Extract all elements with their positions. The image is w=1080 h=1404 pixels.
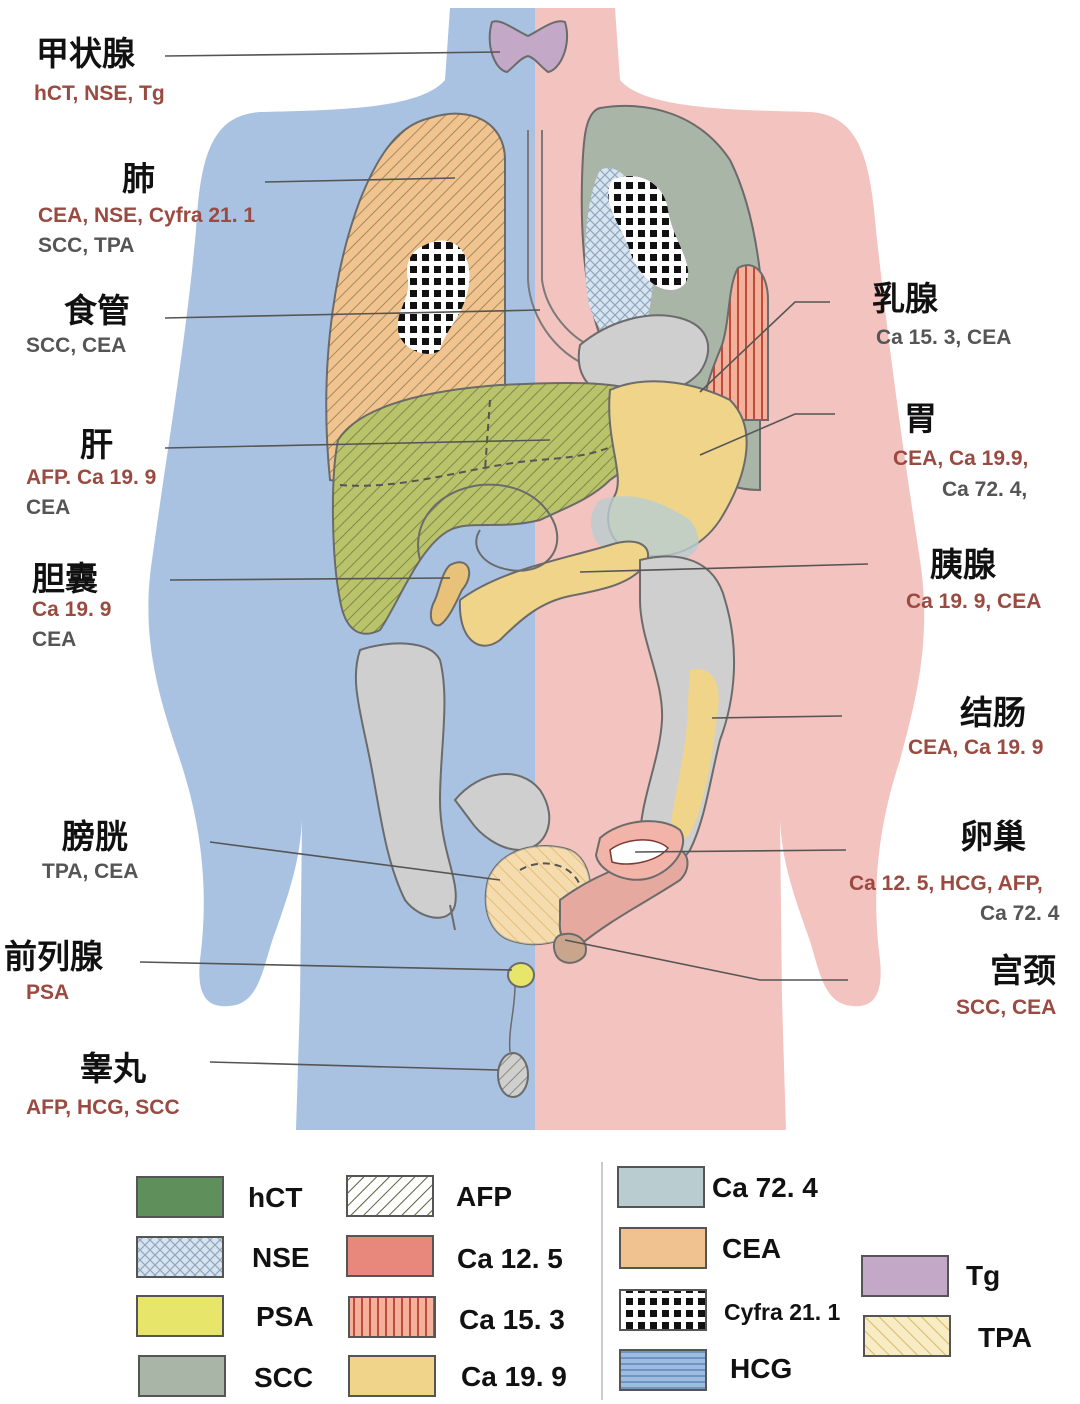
legend-swatch-afp — [347, 1176, 433, 1216]
legend-swatch-ca724 — [618, 1167, 704, 1207]
organ-markers: SCC, CEA — [956, 996, 1056, 1019]
label-gallbladder: 胆囊 Ca 19. 9 CEA — [32, 559, 111, 651]
legend-label-ca199: Ca 19. 9 — [461, 1361, 567, 1392]
legend-swatch-hct — [137, 1177, 223, 1217]
legend-label-hct: hCT — [248, 1182, 302, 1213]
organ-markers: CEA — [26, 496, 70, 519]
organ-name: 睾丸 — [80, 1049, 146, 1088]
legend-swatch-ca199 — [349, 1356, 435, 1396]
label-stomach: 胃 CEA, Ca 19.9, Ca 72. 4, — [893, 399, 1028, 501]
organ-name: 肺 — [122, 159, 155, 198]
organ-markers: hCT, NSE, Tg — [34, 82, 165, 105]
legend-label-afp: AFP — [456, 1181, 512, 1212]
label-breast: 乳腺 Ca 15. 3, CEA — [872, 279, 1011, 349]
organ-markers: Ca 12. 5, HCG, AFP, — [849, 872, 1043, 895]
organ-name: 甲状腺 — [36, 34, 136, 73]
legend-swatch-tpa — [864, 1316, 950, 1356]
label-colon: 结肠 CEA, Ca 19. 9 — [908, 693, 1043, 759]
organ-name: 结肠 — [960, 693, 1026, 732]
legend-label-ca153: Ca 15. 3 — [459, 1304, 565, 1335]
legend-label-scc: SCC — [254, 1362, 313, 1393]
organ-name: 乳腺 — [872, 279, 939, 318]
legend-label-cea: CEA — [722, 1233, 781, 1264]
label-thyroid: 甲状腺 hCT, NSE, Tg — [34, 34, 165, 105]
organ-name: 卵巢 — [960, 817, 1026, 856]
cervix-shape — [554, 934, 586, 963]
organ-markers: CEA, Ca 19.9, — [893, 447, 1028, 470]
legend-label-ca125: Ca 12. 5 — [457, 1243, 563, 1274]
legend-label-tpa: TPA — [978, 1322, 1032, 1353]
legend-swatch-psa — [137, 1296, 223, 1336]
organ-markers: SCC, CEA — [26, 334, 126, 357]
organ-name: 肝 — [80, 425, 113, 464]
legend: hCT NSE PSA SCC AFP Ca 12. 5 Ca 15. 3 Ca… — [137, 1162, 1032, 1400]
legend-label-psa: PSA — [256, 1301, 314, 1332]
label-pancreas: 胰腺 Ca 19. 9, CEA — [906, 545, 1041, 613]
label-bladder: 膀胱 TPA, CEA — [42, 817, 138, 883]
legend-label-tg: Tg — [966, 1260, 1000, 1291]
legend-label-nse: NSE — [252, 1242, 310, 1273]
organ-name: 胆囊 — [32, 559, 98, 598]
organ-name: 宫颈 — [990, 951, 1056, 990]
organ-markers: AFP. Ca 19. 9 — [26, 466, 156, 489]
label-esophagus: 食管 SCC, CEA — [26, 291, 130, 357]
legend-swatch-nse — [137, 1237, 223, 1277]
organ-markers: Ca 19. 9, CEA — [906, 590, 1041, 613]
organ-name: 前列腺 — [4, 937, 104, 976]
organ-markers: SCC, TPA — [38, 234, 134, 257]
legend-swatch-ca153 — [349, 1297, 435, 1337]
organ-markers: Ca 72. 4 — [980, 902, 1060, 925]
organ-name: 胰腺 — [930, 545, 997, 584]
label-prostate: 前列腺 PSA — [4, 937, 104, 1004]
organ-markers: PSA — [26, 981, 69, 1004]
legend-swatch-scc — [139, 1356, 225, 1396]
legend-swatch-cea — [620, 1228, 706, 1268]
organ-markers: Ca 15. 3, CEA — [876, 326, 1011, 349]
organ-name: 胃 — [904, 399, 937, 438]
organ-name: 食管 — [64, 291, 130, 330]
legend-label-cyfra: Cyfra 21. 1 — [724, 1299, 841, 1325]
testis-hatch — [498, 1053, 528, 1097]
organ-name: 膀胱 — [62, 817, 128, 856]
organ-markers: AFP, HCG, SCC — [26, 1096, 180, 1119]
legend-swatch-ca125 — [347, 1236, 433, 1276]
organ-markers: CEA, Ca 19. 9 — [908, 736, 1043, 759]
legend-label-ca724: Ca 72. 4 — [712, 1172, 818, 1203]
label-cervix: 宫颈 SCC, CEA — [956, 951, 1056, 1019]
organ-markers: CEA, NSE, Cyfra 21. 1 — [38, 204, 255, 227]
label-testis: 睾丸 AFP, HCG, SCC — [26, 1049, 180, 1119]
prostate-shape — [508, 963, 534, 987]
legend-swatch-hcg — [620, 1350, 706, 1390]
organ-markers: Ca 19. 9 — [32, 598, 111, 621]
organ-markers: CEA — [32, 628, 76, 651]
legend-swatch-tg — [862, 1256, 948, 1296]
organ-markers: TPA, CEA — [42, 860, 138, 883]
legend-label-hcg: HCG — [730, 1353, 792, 1384]
organ-markers: Ca 72. 4, — [942, 478, 1027, 501]
label-liver: 肝 AFP. Ca 19. 9 CEA — [26, 425, 156, 519]
legend-swatch-cyfra — [620, 1290, 706, 1330]
